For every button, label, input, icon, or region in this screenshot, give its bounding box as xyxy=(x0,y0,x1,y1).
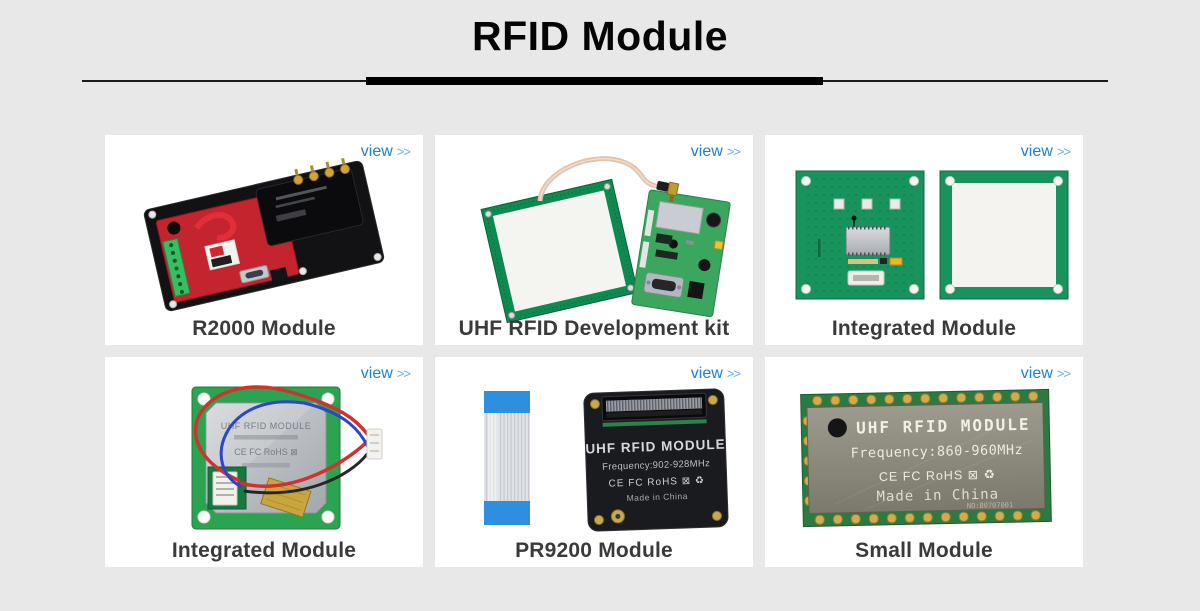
product-image-devkit xyxy=(435,156,753,324)
product-card-pr9200[interactable]: view >> xyxy=(435,357,753,567)
pr9200-photo-illustration: UHF RFID MODULE Frequency:902-928MHz CE … xyxy=(484,388,729,532)
view-link[interactable]: view >> xyxy=(1020,143,1071,161)
product-name: PR9200 Module xyxy=(515,539,673,562)
product-image-pr9200: UHF RFID MODULE Frequency:902-928MHz CE … xyxy=(435,381,753,535)
title-divider xyxy=(0,77,1200,85)
product-card-integrated-shielded[interactable]: view >> UHF RFID MO xyxy=(105,357,423,567)
product-name: Small Module xyxy=(855,539,993,562)
product-image-small-module: UHF RFID MODULE Frequency:860-960MHz CE … xyxy=(765,381,1083,535)
chevron-right-icon: >> xyxy=(396,366,411,381)
view-link-label: view xyxy=(1020,143,1053,160)
product-grid: view >> xyxy=(105,135,1083,567)
integrated-shielded-illustration: UHF RFID MODULE CE FC RoHS ⊠ xyxy=(191,385,383,530)
module-stamp-certs: CE FC RoHS ⊠ ♻ xyxy=(879,468,996,484)
view-link-label: view xyxy=(690,143,723,160)
chevron-right-icon: >> xyxy=(726,366,741,381)
product-name: Integrated Module xyxy=(171,539,357,562)
divider-thick-bar xyxy=(366,77,823,85)
module-stamp-certs: CE FC RoHS ⊠ ♻ xyxy=(608,475,705,489)
product-card-r2000[interactable]: view >> xyxy=(105,135,423,345)
product-name: Integrated Module xyxy=(831,317,1017,340)
view-link[interactable]: view >> xyxy=(690,365,741,383)
module-stamp-frequency: Frequency:902-928MHz xyxy=(602,458,710,473)
shield-stamp-certs: CE FC RoHS ⊠ xyxy=(234,447,298,457)
product-card-integrated-boards[interactable]: view >> xyxy=(765,135,1083,345)
page-title: RFID Module xyxy=(471,13,729,59)
integrated-boards-illustration xyxy=(795,170,1069,300)
product-name: UHF RFID Development kit xyxy=(458,317,730,340)
product-name: R2000 Module xyxy=(192,317,336,340)
product-image-r2000 xyxy=(105,158,423,313)
view-link-label: view xyxy=(1020,365,1053,382)
view-link[interactable]: view >> xyxy=(690,143,741,161)
chevron-right-icon: >> xyxy=(1056,144,1071,159)
small-module-illustration: UHF RFID MODULE Frequency:860-960MHz CE … xyxy=(800,388,1052,528)
chevron-right-icon: >> xyxy=(1056,366,1071,381)
devkit-photo-illustration xyxy=(480,156,731,324)
module-stamp-title: UHF RFID MODULE xyxy=(585,437,726,457)
view-link[interactable]: view >> xyxy=(360,143,411,161)
view-link[interactable]: view >> xyxy=(1020,365,1071,383)
chevron-right-icon: >> xyxy=(726,144,741,159)
view-link[interactable]: view >> xyxy=(360,365,411,383)
view-link-label: view xyxy=(690,365,723,382)
rfid-module-page: RFID Module view >> xyxy=(0,12,1200,611)
module-stamp-title: UHF RFID MODULE xyxy=(856,415,1031,438)
module-stamp-frequency: Frequency:860-960MHz xyxy=(850,442,1023,462)
product-card-small[interactable]: view >> xyxy=(765,357,1083,567)
view-link-label: view xyxy=(360,365,393,382)
module-stamp-origin: Made in China xyxy=(626,491,688,503)
chevron-right-icon: >> xyxy=(396,144,411,159)
module-stamp-serial: NO:B0707001 xyxy=(967,501,1014,510)
r2000-photo-illustration xyxy=(143,158,385,312)
module-stamp-origin: Made in China xyxy=(876,486,999,505)
product-card-devkit[interactable]: view >> xyxy=(435,135,753,345)
product-image-integrated-shielded: UHF RFID MODULE CE FC RoHS ⊠ xyxy=(105,381,423,535)
view-link-label: view xyxy=(360,143,393,160)
shield-stamp-title: UHF RFID MODULE xyxy=(221,421,312,431)
product-image-integrated-boards xyxy=(765,159,1083,313)
